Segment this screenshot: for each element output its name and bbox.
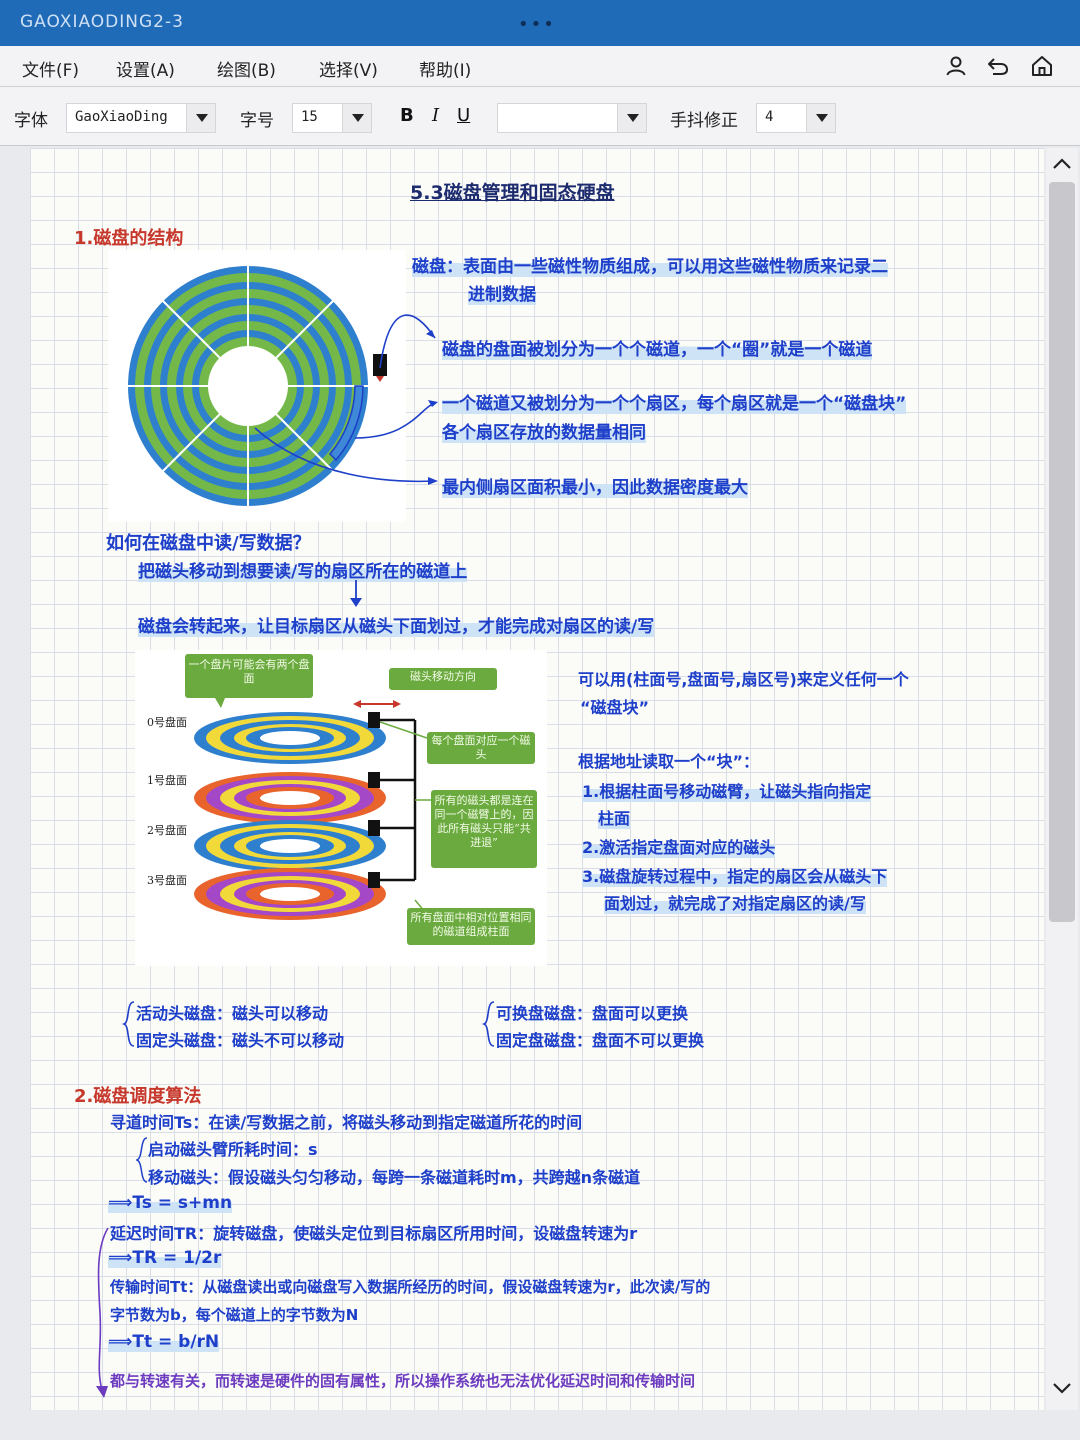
rw-question: 如何在磁盘中读/写数据？ <box>106 533 311 554</box>
menu-help[interactable]: 帮助(I) <box>419 61 472 81</box>
brace-icon <box>122 1001 135 1047</box>
title-bar: GAOXIAODING2-3 ••• <box>0 0 1080 46</box>
menu-draw[interactable]: 绘图(B) <box>217 61 276 81</box>
platter-svg <box>128 266 387 506</box>
smoothing-select[interactable]: 4 <box>756 103 836 133</box>
transfer-formula: ⟹Tt = b/rN <box>108 1332 220 1352</box>
chevron-down-icon[interactable] <box>1052 1382 1072 1396</box>
address-line1: 可以用(柱面号,盘面号,扇区号)来定义任何一个 <box>578 670 909 689</box>
note-title: 5.3磁盘管理和固态硬盘 <box>410 182 615 204</box>
font-value: GaoXiaoDing <box>75 109 168 125</box>
head-direction-note: 磁头移动方向 <box>389 668 497 690</box>
surface-0-label: 0号盘面 <box>147 716 187 729</box>
read-block-heading: 根据地址读取一个“块”： <box>578 752 760 771</box>
smoothing-label: 手抖修正 <box>670 111 738 131</box>
brace-icon <box>482 1001 495 1047</box>
menu-bar: 文件(F) 设置(A) 绘图(B) 选择(V) 帮助(I) <box>0 46 1080 87</box>
address-line2: “磁盘块” <box>580 698 650 717</box>
italic-button[interactable]: I <box>432 105 440 126</box>
transfer-def-line2: 字节数为b，每个磁道上的字节数为N <box>110 1306 359 1324</box>
size-label: 字号 <box>240 111 274 131</box>
seek-time-def: 寻道时间Ts：在读/写数据之前，将磁头移动到指定磁道所花的时间 <box>110 1113 583 1132</box>
read-step3-line2: 面划过，就完成了对指定扇区的读/写 <box>604 890 866 914</box>
purple-bracket <box>96 1227 109 1398</box>
read-step1-line1: 1.根据柱面号移动磁臂，让磁头指向指定 <box>582 778 872 802</box>
surface-3-label: 3号盘面 <box>147 874 187 887</box>
chevron-down-icon[interactable] <box>186 104 215 132</box>
structure-arrows <box>254 314 438 485</box>
sector-def-line2: 各个扇区存放的数据量相同 <box>442 418 646 443</box>
scrollbar-thumb[interactable] <box>1049 182 1075 922</box>
color-select[interactable] <box>497 103 647 133</box>
menu-select[interactable]: 选择(V) <box>319 61 378 81</box>
chevron-down-icon[interactable] <box>342 104 371 132</box>
read-step3-line1: 3.磁盘旋转过程中，指定的扇区会从磁头下 <box>582 863 888 887</box>
seek-formula: ⟹Ts = s+mn <box>108 1193 233 1213</box>
read-step2: 2.激活指定盘面对应的磁头 <box>582 834 776 858</box>
platter-surfaces-note: 一个盘片可能会有两个盘面 <box>185 654 313 698</box>
removable-platter-disk: 可换盘磁盘：盘面可以更换 <box>496 1004 689 1023</box>
multi-platter-svg <box>194 698 431 920</box>
platter-diagram <box>108 250 406 522</box>
rw-step1: 把磁头移动到想要读/写的扇区所在的磁道上 <box>138 557 468 582</box>
note-canvas[interactable]: 5.3磁盘管理和固态硬盘 1.磁盘的结构 <box>30 148 1044 1410</box>
seek-start-time: 启动磁头臂所耗时间：s <box>148 1140 318 1159</box>
user-icon[interactable] <box>944 54 968 78</box>
chevron-down-icon[interactable] <box>617 104 646 132</box>
brace-icon <box>136 1137 148 1183</box>
fixed-platter-disk: 固定盘磁盘：盘面不可以更换 <box>496 1031 705 1050</box>
fixed-head-disk: 固定头磁盘：磁头不可以移动 <box>136 1031 345 1050</box>
disk-def-line2: 进制数据 <box>468 280 536 305</box>
latency-formula: ⟹TR = 1/2r <box>108 1248 222 1268</box>
section-heading-scheduling: 2.磁盘调度算法 <box>74 1086 202 1107</box>
surface-1-label: 1号盘面 <box>147 774 187 787</box>
format-toolbar: 字体 GaoXiaoDing 字号 15 B I U 手抖修正 4 <box>0 87 1080 146</box>
font-select[interactable]: GaoXiaoDing <box>66 103 216 133</box>
density-note: 最内侧扇区面积最小，因此数据密度最大 <box>442 473 748 498</box>
underline-button[interactable]: U <box>457 105 471 126</box>
transfer-def-line1: 传输时间Tt：从磁盘读出或向磁盘写入数据所经历的时间，假设磁盘转速为r，此次读/… <box>110 1278 711 1296</box>
section-heading-structure: 1.磁盘的结构 <box>74 228 184 249</box>
multi-platter-diagram: 一个盘片可能会有两个盘面 磁头移动方向 每个盘面对应一个磁头 所有的磁头都是连在… <box>135 650 547 966</box>
menu-file[interactable]: 文件(F) <box>22 61 80 81</box>
sector-def-line1: 一个磁道又被划分为一个个扇区，每个扇区就是一个“磁盘块” <box>442 389 907 414</box>
window-options-icon[interactable]: ••• <box>518 14 556 35</box>
shared-arm-note: 所有的磁头都是连在同一个磁臂上的，因此所有磁头只能“共进退” <box>431 790 537 868</box>
cylinder-note: 所有盘面中相对位置相同的磁道组成柱面 <box>407 908 535 945</box>
undo-icon[interactable] <box>986 54 1010 78</box>
disk-def-line1: 磁盘：表面由一些磁性物质组成，可以用这些磁性物质来记录二 <box>412 252 888 277</box>
head-per-surface-note: 每个盘面对应一个磁头 <box>427 732 535 764</box>
app-title: GAOXIAODING2-3 <box>20 12 184 32</box>
seek-move-time: 移动磁头：假设磁头匀匀移动，每跨一条磁道耗时m，共跨越n条磁道 <box>148 1168 641 1187</box>
home-icon[interactable] <box>1030 54 1054 78</box>
smoothing-value: 4 <box>765 109 774 125</box>
latency-def: 延迟时间TR：旋转磁盘，使磁头定位到目标扇区所用时间，设磁盘转速为r <box>110 1224 638 1243</box>
arrow-down-icon <box>350 580 362 607</box>
bold-button[interactable]: B <box>400 105 414 126</box>
movable-head-disk: 活动头磁盘：磁头可以移动 <box>136 1004 329 1023</box>
surface-2-label: 2号盘面 <box>147 824 187 837</box>
size-value: 15 <box>301 109 318 125</box>
chevron-up-icon[interactable] <box>1052 156 1072 170</box>
read-step1-line2: 柱面 <box>598 805 631 829</box>
font-label: 字体 <box>14 111 48 131</box>
track-def: 磁盘的盘面被划分为一个个磁道，一个“圈”就是一个磁道 <box>442 335 873 360</box>
size-select[interactable]: 15 <box>292 103 372 133</box>
vertical-scrollbar[interactable] <box>1046 148 1078 1410</box>
rw-step2: 磁盘会转起来，让目标扇区从磁头下面划过，才能完成对扇区的读/写 <box>138 612 655 637</box>
chevron-down-icon[interactable] <box>806 104 835 132</box>
conclusion-note: 都与转速有关，而转速是硬件的固有属性，所以操作系统也无法优化延迟时间和传输时间 <box>110 1372 696 1390</box>
menu-settings[interactable]: 设置(A) <box>116 61 175 81</box>
